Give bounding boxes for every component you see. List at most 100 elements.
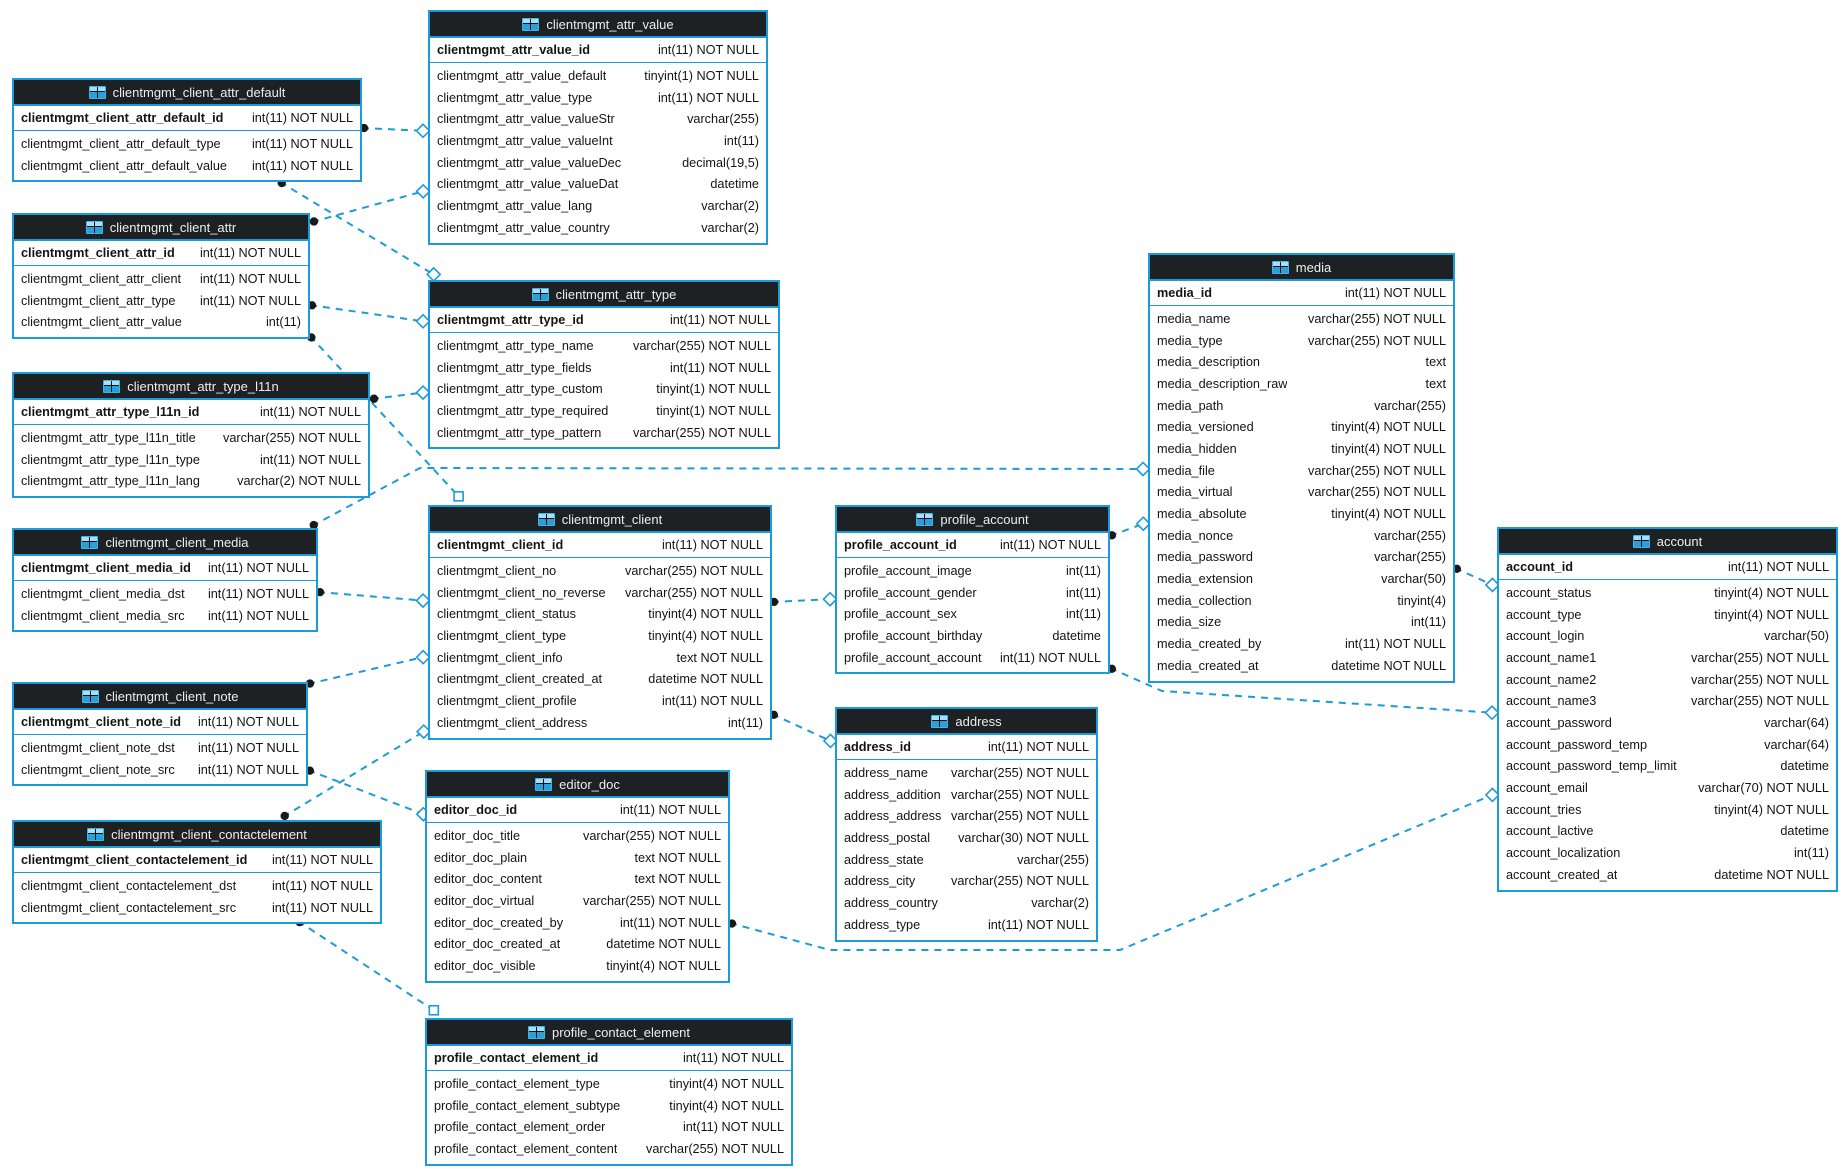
relationship-clientmgmt_client_attr--clientmgmt_attr_type	[307, 301, 431, 329]
column-type: int(11) NOT NULL	[661, 693, 763, 708]
table-icon-cell	[97, 91, 105, 98]
primary-key-type: int(11) NOT NULL	[1727, 560, 1829, 574]
column-type: varchar(70) NOT NULL	[1698, 781, 1829, 796]
table-header[interactable]: address	[837, 709, 1096, 735]
column-name: account_type	[1506, 607, 1582, 622]
table-header[interactable]: clientmgmt_client	[430, 507, 770, 533]
table-icon-cell	[97, 86, 105, 91]
column-name: profile_account_image	[844, 563, 972, 578]
table-clientmgmt_attr_type_l11n[interactable]: clientmgmt_attr_type_l11n clientmgmt_attr…	[12, 372, 370, 499]
table-header[interactable]: media	[1150, 255, 1453, 281]
column-name: clientmgmt_client_address	[437, 715, 588, 730]
relationship-clientmgmt_client_media--media	[309, 461, 1151, 530]
table-icon-cell	[538, 518, 546, 525]
table-header[interactable]: clientmgmt_client_media	[14, 530, 316, 556]
column-type: tinyint(4)	[1397, 593, 1446, 608]
column-type: varchar(255) NOT NULL	[625, 585, 763, 600]
table-clientmgmt_attr_value[interactable]: clientmgmt_attr_value clientmgmt_attr_val…	[428, 10, 768, 245]
table-profile_contact_element[interactable]: profile_contact_element profile_contact_e…	[425, 1018, 793, 1166]
primary-key-name: clientmgmt_attr_type_l11n_id	[21, 405, 200, 419]
relationship-line	[309, 335, 463, 501]
table-icon	[931, 714, 949, 728]
table-title: profile_contact_element	[551, 1024, 691, 1040]
table-icon	[1632, 534, 1650, 548]
table-icon-cell	[90, 541, 98, 548]
table-icon-cell	[925, 518, 933, 525]
table-header[interactable]: clientmgmt_client_attr_default	[14, 80, 360, 106]
table-icon	[103, 379, 121, 393]
column-name: media_type	[1157, 333, 1223, 348]
column-type: text NOT NULL	[634, 872, 722, 887]
table-icon-cell	[940, 715, 948, 720]
table-icon-cell	[1280, 266, 1288, 273]
table-icon	[527, 1025, 545, 1039]
table-header[interactable]: profile_account	[837, 507, 1108, 533]
table-clientmgmt_client_attr_default[interactable]: clientmgmt_client_attr_default clientmgmt…	[12, 78, 362, 183]
relationship-line	[309, 304, 429, 323]
column-name: address_addition	[844, 787, 941, 802]
column-name: editor_doc_content	[434, 872, 542, 887]
table-icon-cell	[1641, 540, 1649, 547]
table-header[interactable]: clientmgmt_attr_type	[430, 282, 778, 308]
table-header[interactable]: clientmgmt_attr_value	[430, 12, 766, 38]
column-type: int(11) NOT NULL	[199, 293, 301, 308]
table-title: clientmgmt_attr_value	[546, 16, 674, 32]
table-icon-cell	[94, 226, 102, 233]
table-header[interactable]: profile_contact_element	[427, 1020, 791, 1046]
column-type: tinyint(4) NOT NULL	[669, 1098, 784, 1113]
column-name: media_hidden	[1157, 441, 1237, 456]
table-header[interactable]: clientmgmt_attr_type_l11n	[14, 374, 368, 400]
column-type: varchar(255) NOT NULL	[1308, 333, 1446, 348]
column-type: varchar(255)	[1374, 398, 1446, 413]
table-icon	[522, 17, 540, 31]
relationship-line	[1109, 521, 1149, 537]
column-type: varchar(255)	[1374, 550, 1446, 565]
table-clientmgmt_client_contactelement[interactable]: clientmgmt_client_contactelement clientmg…	[12, 820, 382, 925]
column-name: clientmgmt_client_attr_default_value	[21, 158, 227, 173]
relationship-line	[279, 181, 439, 278]
relationship-dot-end	[309, 520, 318, 530]
table-title: clientmgmt_client	[561, 511, 663, 527]
relationship-clientmgmt_client_media--clientmgmt_client	[315, 587, 431, 609]
relationship-profile_account--media	[1107, 516, 1151, 540]
table-header[interactable]: clientmgmt_client_attr	[14, 215, 308, 241]
table-header[interactable]: clientmgmt_client_contactelement	[14, 822, 380, 848]
table-header[interactable]: clientmgmt_client_note	[14, 684, 306, 710]
column-type: int(11)	[1065, 585, 1101, 600]
column-type: int(11)	[1793, 846, 1829, 861]
table-header[interactable]: account	[1499, 529, 1836, 555]
table-icon-cell	[523, 23, 531, 30]
primary-key-name: clientmgmt_client_contactelement_id	[21, 853, 248, 867]
column-name: account_name2	[1506, 672, 1597, 687]
table-header[interactable]: editor_doc	[427, 772, 728, 798]
primary-key-name: address_id	[844, 740, 911, 754]
relationship-clientmgmt_client_attr_default--clientmgmt_attr_value	[359, 123, 431, 139]
